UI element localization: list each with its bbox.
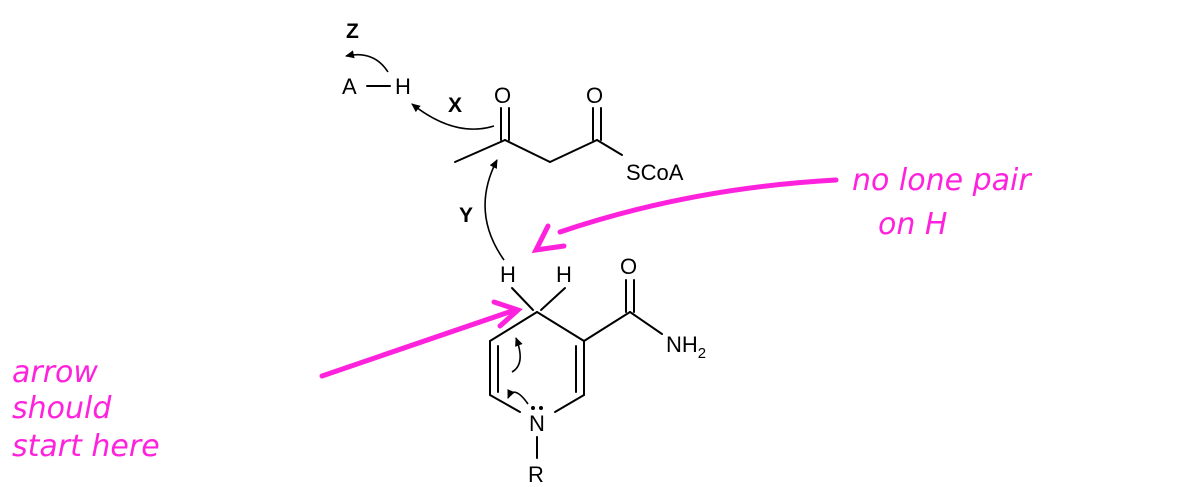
atom-nh2: NH2	[666, 332, 706, 362]
atom-o-amide: O	[620, 254, 637, 279]
lone-pair-dot-left	[531, 406, 535, 410]
atom-h-c4: H	[556, 262, 572, 287]
label-y: Y	[459, 204, 473, 227]
annotation-line-right	[557, 177, 839, 235]
annotation-no-lone-pair-line1: no lone pair	[852, 163, 1032, 198]
atom-scoa: SCoA	[626, 160, 684, 185]
atom-h-acid: H	[395, 74, 411, 99]
bond-amide-n	[629, 311, 663, 335]
bond-c5-c4	[489, 311, 538, 342]
atom-a: A	[342, 74, 357, 99]
bond-c-s	[596, 139, 623, 156]
bond-n-c6	[489, 394, 521, 413]
atom-o-ketone: O	[494, 83, 511, 108]
arrow-z	[345, 50, 389, 73]
label-x: X	[448, 94, 462, 117]
annotation-arrowhead-right	[531, 223, 567, 254]
annotation-arrow-start-line3: start here	[12, 429, 160, 464]
arrow-x	[411, 103, 495, 130]
annotation-arrowhead-left	[491, 299, 523, 329]
atom-nh-subscript: 2	[698, 345, 706, 362]
label-z: Z	[346, 20, 359, 43]
arrow-y	[484, 159, 505, 261]
arrow-ring-pi	[511, 337, 523, 373]
bond-c2-n	[554, 394, 585, 413]
bond-methyl	[454, 139, 506, 163]
atom-o-thioester: O	[586, 83, 603, 108]
atom-r: R	[528, 462, 544, 487]
annotation-line-left	[319, 307, 518, 379]
bond-c4-h-a	[511, 287, 534, 311]
bond-c3-amide	[583, 311, 631, 342]
arrow-lone-pair	[507, 389, 529, 405]
bond-c-ch2	[504, 139, 551, 163]
annotation-arrow-start-line1: arrow	[12, 355, 98, 390]
bond-c4-h-b	[540, 287, 566, 311]
atom-h-transfer: H	[500, 262, 516, 287]
atom-nh: NH	[666, 332, 698, 357]
annotation-arrow-start-line2: should	[12, 391, 112, 426]
lone-pair-dot-right	[539, 406, 543, 410]
bond-ch2-c	[549, 139, 598, 163]
bond-c4-c3	[536, 311, 585, 342]
annotation-no-lone-pair-line2: on H	[878, 207, 947, 242]
atom-n-ring: N	[529, 411, 545, 436]
